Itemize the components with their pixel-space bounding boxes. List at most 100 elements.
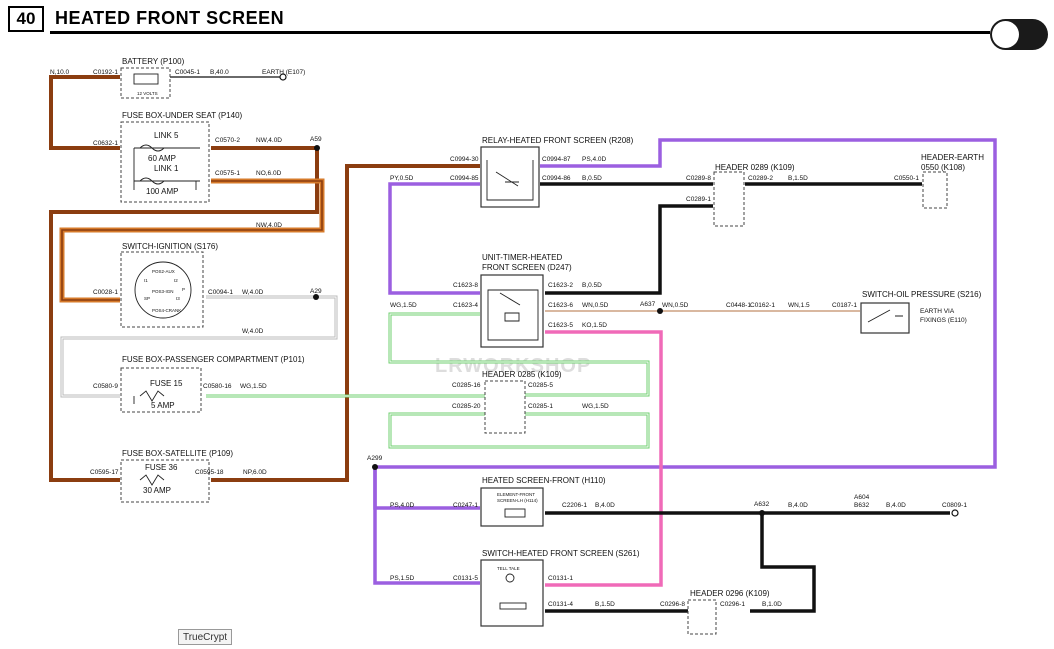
lbl-a604: A604 [854, 494, 870, 501]
lbl-c0131-1: C0131-1 [548, 575, 573, 582]
page-header: 40 HEATED FRONT SCREEN [0, 0, 1054, 44]
header0285-title: HEADER 0285 (K109) [482, 370, 562, 379]
ignition-title: SWITCH-IGNITION (S176) [122, 242, 218, 251]
fuse36-symbol [139, 474, 165, 486]
amp60-label: 60 AMP [148, 154, 176, 163]
link5-label: LINK 5 [154, 131, 179, 140]
splice-a29 [313, 294, 319, 300]
lbl-c0296-8: C0296-8 [660, 601, 685, 608]
lbl-w40a: W,4.0D [242, 289, 264, 296]
header0296-box [687, 599, 717, 635]
lbl-b05a: B,0.5D [582, 175, 602, 182]
header0289-box [713, 171, 745, 227]
splice-a632 [759, 510, 765, 516]
screen-front-box [480, 487, 544, 527]
lbl-c0580-9: C0580-9 [93, 383, 118, 390]
lbl-b40b: B,4.0D [788, 502, 808, 509]
ignition-dial [134, 261, 192, 319]
lbl-c0994-85: C0994-85 [450, 175, 479, 182]
wire-np-relay [211, 164, 480, 482]
fuse36-amp: 30 AMP [143, 486, 171, 495]
lbl-np60: NP,6.0D [243, 469, 267, 476]
timer-title1: UNIT-TIMER-HEATED [482, 253, 563, 262]
lbl-c0289-2: C0289-2 [748, 175, 773, 182]
relay-box [480, 146, 540, 208]
lbl-b632: B632 [854, 502, 870, 509]
lbl-ps40a: PS,4.0D [582, 156, 607, 163]
wire-no60-core [61, 180, 323, 301]
splice-a299 [372, 464, 378, 470]
truecrypt-taskbar-button[interactable]: TrueCrypt [178, 629, 232, 645]
toggle-switch[interactable] [990, 19, 1048, 50]
splice-a637 [657, 308, 663, 314]
lbl-c0595-18: C0595-18 [195, 469, 224, 476]
wire-a59-sat [49, 148, 319, 482]
lbl-b40: B,40.0 [210, 69, 229, 76]
switch-symbol [499, 602, 527, 610]
header-earth-box [922, 171, 948, 209]
lbl-c1623-8: C1623-8 [453, 282, 478, 289]
timer-symbol [487, 289, 539, 341]
lbl-c0285-5: C0285-5 [528, 382, 553, 389]
lbl-wn05a: WN,0.5D [582, 302, 609, 309]
lbl-wg15c: WG,1.5D [582, 403, 609, 410]
component-titles: BATTERY (P100) 12 VOLTS FUSE BOX-UNDER S… [122, 57, 984, 598]
lbl-no60: NO,6.0D [256, 170, 282, 177]
switch-screen-box [480, 559, 544, 627]
oil-switch-title: SWITCH-OIL PRESSURE (S216) [862, 290, 982, 299]
page-title: HEATED FRONT SCREEN [55, 8, 285, 28]
relay-switch-symbol [486, 160, 534, 201]
lbl-a637: A637 [640, 301, 656, 308]
lbl-c0994-30: C0994-30 [450, 156, 479, 163]
wire-ko [545, 330, 663, 587]
lbl-c0187: C0187-1 [832, 302, 857, 309]
earth-terminal-e107 [279, 73, 287, 81]
fuse36-label: FUSE 36 [145, 463, 178, 472]
header-earth-title1: HEADER-EARTH [921, 153, 984, 162]
lbl-b15b: B,1.5D [595, 601, 615, 608]
splice-a59 [314, 145, 320, 151]
ign-ign: POS3-IGN [152, 289, 174, 294]
title-rule [50, 31, 990, 34]
lbl-c0028: C0028-1 [93, 289, 118, 296]
fusebox-sat-box [120, 459, 210, 503]
oil-earth1: EARTH VIA [920, 308, 955, 315]
lbl-wn05b: WN,0.5D [662, 302, 689, 309]
lbl-ps15: PS,1.5D [390, 575, 415, 582]
lbl-a59: A59 [310, 136, 322, 143]
ign-p: P [182, 287, 185, 292]
lbl-c1623-6: C1623-6 [548, 302, 573, 309]
lbl-c0575: C0575-1 [215, 170, 240, 177]
lbl-b40c: B,4.0D [886, 502, 906, 509]
lbl-nw40b: NW,4.0D [256, 222, 282, 229]
ign-i3: I3 [176, 296, 180, 301]
screen-front-title: HEATED SCREEN-FRONT (H110) [482, 476, 606, 485]
battery-box [120, 67, 171, 99]
oil-earth2: FIXINGS (E110) [920, 317, 967, 324]
lbl-c0285-16: C0285-16 [452, 382, 481, 389]
lbl-c0247: C0247-1 [453, 502, 478, 509]
oil-switch-symbol [867, 309, 903, 323]
lbl-a299: A299 [367, 455, 383, 462]
lbl-nw40a: NW,4.0D [256, 137, 282, 144]
oil-switch-box [860, 302, 910, 334]
fuse15-amp: 5 AMP [151, 401, 175, 410]
wire-n10 [49, 75, 120, 150]
lbl-c0285-20: C0285-20 [452, 403, 481, 410]
lbl-c0580-16: C0580-16 [203, 383, 232, 390]
toggle-knob[interactable] [992, 21, 1019, 48]
lbl-c0192: C0192-1 [93, 69, 118, 76]
battery-sub: 12 VOLTS [137, 91, 158, 96]
battery-title: BATTERY (P100) [122, 57, 185, 66]
connector-labels: N,10.0 C0192-1 C0045-1 B,40.0 EARTH (E10… [50, 69, 967, 608]
lbl-c0550: C0550-1 [894, 175, 919, 182]
header0285-box [484, 380, 526, 434]
lbl-c1623-5: C1623-5 [548, 322, 573, 329]
components [120, 67, 948, 635]
lbl-c0162: C0162-1 [750, 302, 775, 309]
fuse15-symbol [133, 390, 165, 404]
wire-b40-0296 [750, 513, 816, 613]
lbl-wn15: WN,1.5 [788, 302, 810, 309]
lbl-ps40b: PS,4.0D [390, 502, 415, 509]
